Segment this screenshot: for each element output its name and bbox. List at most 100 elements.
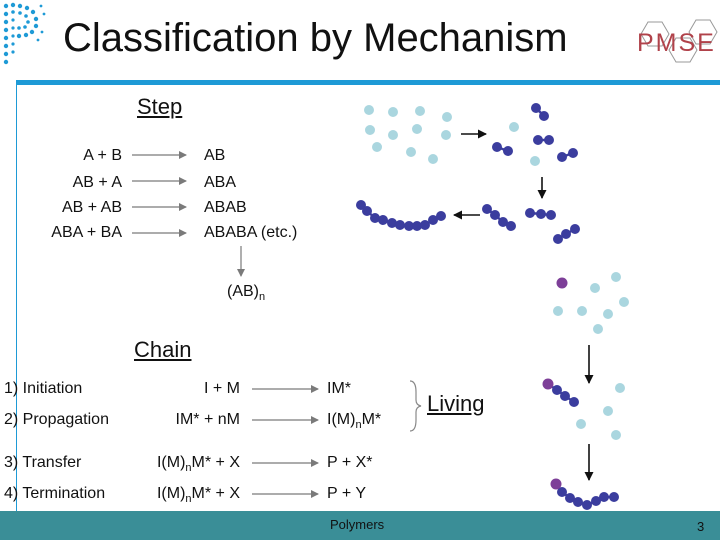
- chain-reactants-4-subscript: n: [185, 493, 192, 506]
- monomer-dot: [406, 147, 416, 157]
- polymer-unit-dot: [428, 215, 438, 225]
- monomer-dot: [412, 124, 422, 134]
- polymer-unit-dot: [544, 135, 554, 145]
- chain-reactants-4-tail: M* + X: [191, 485, 240, 502]
- monomer-dot: [603, 406, 613, 416]
- initiator-dot: [550, 478, 562, 490]
- step-product-4: ABABA (etc.): [204, 224, 298, 241]
- monomer-dot: [576, 419, 586, 429]
- step-reactant-4: ABA + BA: [51, 224, 122, 241]
- polymer-unit-dot: [378, 215, 388, 225]
- monomer-dot: [415, 106, 425, 116]
- step-reactant-3: AB + AB: [61, 199, 122, 216]
- chain-products-4: P + Y: [327, 485, 366, 502]
- polymer-unit-dot: [599, 492, 609, 502]
- chain-label-1: 1) Initiation: [4, 380, 83, 397]
- polymer-unit-dot: [531, 103, 541, 113]
- monomer-dot: [590, 283, 600, 293]
- title-rule: [16, 80, 720, 85]
- chain-products-2-tail: M*: [361, 411, 382, 428]
- polymer-unit-dot: [404, 221, 414, 231]
- polymer-unit-dot: [557, 152, 567, 162]
- polymer-unit-dot: [490, 210, 500, 220]
- step-final-product: (AB)n: [227, 283, 265, 303]
- polymer-bonds: [360, 107, 614, 507]
- monomer-dot: [619, 297, 629, 307]
- monomer-dot: [388, 107, 398, 117]
- chain-label-3: 3) Transfer: [4, 454, 82, 471]
- chain-heading: Chain: [134, 337, 192, 362]
- monomer-dot: [442, 112, 452, 122]
- polymer-unit-dot: [362, 206, 372, 216]
- chain-reactants-3-tail: M* + X: [191, 454, 240, 471]
- chain-reactants-4: I(M)nM* + X: [120, 485, 240, 505]
- step-product-1: AB: [204, 147, 226, 164]
- polymer-unit-dot: [582, 500, 592, 510]
- polymer-unit-dot: [561, 229, 571, 239]
- chain-reactants-4-text: I(M): [156, 485, 186, 502]
- chain-products-1: IM*: [327, 380, 351, 397]
- monomer-dot: [509, 122, 519, 132]
- monomer-dot: [365, 125, 375, 135]
- monomer-dot: [611, 272, 621, 282]
- polymer-unit-dot: [533, 135, 543, 145]
- polymer-unit-dot: [539, 111, 549, 121]
- polymer-unit-dot: [492, 142, 502, 152]
- polymer-unit-dot: [395, 220, 405, 230]
- polymer-unit-dot: [570, 224, 580, 234]
- chain-products-2-text: I(M): [327, 411, 356, 428]
- chain-products-3: P + X*: [327, 454, 373, 471]
- monomer-dot: [577, 306, 587, 316]
- monomer-dot: [611, 430, 621, 440]
- polymer-unit-dot: [370, 213, 380, 223]
- monomer-dot: [603, 309, 613, 319]
- polymer-unit-dot: [609, 492, 619, 502]
- page-number: 3: [697, 519, 705, 534]
- polymer-unit-dot: [569, 397, 579, 407]
- footer-bar: [0, 511, 720, 540]
- chain-reactants-2: IM* + nM: [175, 411, 240, 428]
- page-title: Classification by Mechanism: [63, 16, 568, 60]
- monomer-dot: [615, 383, 625, 393]
- polymer-unit-dot: [387, 218, 397, 228]
- chain-label-2: 2) Propagation: [4, 411, 109, 428]
- monomer-dot: [530, 156, 540, 166]
- step-reactant-1: A + B: [83, 147, 122, 164]
- monomer-dot: [388, 130, 398, 140]
- pmse-logo-text: PMSE: [637, 29, 716, 57]
- polymer-unit-dot: [525, 208, 535, 218]
- initiator-dot: [556, 277, 568, 289]
- polymer-unit-dot: [412, 221, 422, 231]
- monomer-dot: [441, 130, 451, 140]
- chain-reactants-3: I(M)nM* + X: [120, 454, 240, 474]
- step-heading: Step: [137, 94, 183, 119]
- monomer-dot: [428, 154, 438, 164]
- polymer-unit-dot: [552, 385, 562, 395]
- polymer-unit-dot: [482, 204, 492, 214]
- monomer-dot: [593, 324, 603, 334]
- polymer-unit-dot: [436, 211, 446, 221]
- polymer-unit-dot: [503, 146, 513, 156]
- molecule-dots: [356, 103, 629, 510]
- step-final-product-subscript: n: [259, 291, 266, 304]
- step-product-3: ABAB: [204, 199, 247, 216]
- living-label: Living: [427, 391, 485, 416]
- polymer-unit-dot: [557, 487, 567, 497]
- reaction-arrows: [132, 151, 319, 498]
- chain-products-2-subscript: n: [355, 419, 362, 432]
- polymer-unit-dot: [546, 210, 556, 220]
- pmse-logo: PMSE: [637, 19, 718, 63]
- polymer-unit-dot: [573, 497, 583, 507]
- monomer-dot: [372, 142, 382, 152]
- polymer-unit-dot: [506, 221, 516, 231]
- polymer-unit-dot: [553, 234, 563, 244]
- monomer-dot: [364, 105, 374, 115]
- step-product-2: ABA: [204, 174, 237, 191]
- step-final-product-text: (AB): [227, 283, 259, 300]
- polymer-unit-dot: [498, 217, 508, 227]
- chain-label-4: 4) Termination: [4, 485, 106, 502]
- initiator-dot: [542, 378, 554, 390]
- polymer-unit-dot: [420, 220, 430, 230]
- flow-arrows: [453, 129, 594, 481]
